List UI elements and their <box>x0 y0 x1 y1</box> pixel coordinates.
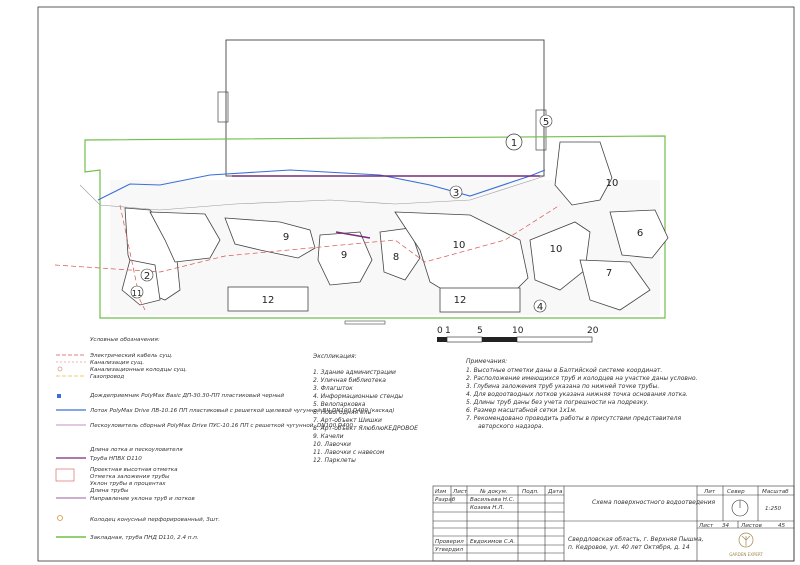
stamp-sheet-value: 34 <box>722 523 730 529</box>
legend-item: Газопровод <box>90 374 124 380</box>
stamp-role: Проверил <box>435 539 464 545</box>
stamp-header: Изм <box>435 489 447 495</box>
explication: Экспликация: 1. Здание администрации 2. … <box>312 353 418 464</box>
legend-item: Электрический кабель сущ. <box>89 353 173 359</box>
explication-item: 2. Уличная библиотека <box>313 377 386 384</box>
zone-number: 10 <box>550 244 563 255</box>
garden-expert-logo: GARDEN EXPERT <box>729 532 763 557</box>
stamp-name: Евдокимов С.А. <box>470 539 515 545</box>
zone-number: 1 <box>511 138 517 149</box>
stamp-address: Свердловская область, г. Верхняя Пышма, <box>568 536 704 543</box>
stamp-sheets-label: Листов <box>740 523 762 529</box>
note-item: 1. Высотные отметки даны в Балтийской си… <box>466 367 662 374</box>
zone-number: 10 <box>453 240 466 251</box>
scale-tick: 5 <box>477 326 483 336</box>
legend-item: Направление уклона труб и лотков <box>90 496 195 502</box>
stamp-scale-label: Масштаб <box>762 489 789 495</box>
zone-number: 3 <box>453 188 459 199</box>
drain-pipe <box>97 169 546 201</box>
scale-tick: 20 <box>587 326 599 336</box>
scale-tick: 10 <box>512 326 524 336</box>
legend-item: Труба НПВХ D110 <box>90 456 142 462</box>
logo-text: GARDEN EXPERT <box>729 552 763 557</box>
note-item: авторского надзора. <box>478 423 544 430</box>
explication-item: 6. Новогодняя ель <box>313 409 372 416</box>
note-item: 4. Для водоотводных лотков указана нижня… <box>466 391 688 398</box>
zone-number: 8 <box>393 252 399 263</box>
stamp-title: Схема поверхностного водоотведения <box>592 499 716 506</box>
zone-number: 5 <box>543 117 549 128</box>
zone-labels: 1 2 3 4 5 6 7 8 9 9 10 10 10 11 12 12 <box>130 114 643 313</box>
stamp-role: Разраб <box>435 497 456 503</box>
note-item: 2. Расположение имеющихся труб и колодце… <box>466 375 698 382</box>
stamp-sheets-value: 45 <box>778 523 786 529</box>
electric-cable <box>54 204 561 273</box>
notes-title: Примечания: <box>466 358 507 365</box>
stamp-name: Васильева Н.С. <box>470 497 515 503</box>
legend-item: Канализация сущ. <box>90 360 144 366</box>
note-item: 3. Глубина заложения труб указана по ниж… <box>466 383 659 390</box>
title-block-text: Изм Лист № докум. Подп. Дата Разраб Васи… <box>435 489 789 557</box>
legend-item: Длина лотка и пескоуловителя <box>89 447 183 453</box>
legend-item: Лоток PolyMax Drive ЛВ-10.16 ПП пластико… <box>89 408 395 414</box>
site-plan: 1 2 3 4 5 6 7 8 9 9 10 10 10 11 12 12 <box>54 39 669 325</box>
legend-title: Условные обозначения: <box>90 337 160 343</box>
explication-item: 10. Лавочки <box>313 441 351 448</box>
sheet-frame <box>37 6 795 562</box>
note-item: 5. Длины труб даны без учета погрешности… <box>466 399 649 406</box>
stamp-role: Утвердил <box>435 547 463 553</box>
legend-item: Пескоуловитель сборный PolyMax Drive ПУС… <box>90 423 353 429</box>
note-item: 7. Рекомендовано проводить работы в прис… <box>466 415 681 422</box>
admin-building <box>225 39 545 177</box>
stamp-lit-label: Лит <box>703 489 716 495</box>
legend-item: Длина трубы <box>89 488 129 494</box>
scale-tick: 0 <box>437 326 443 336</box>
zone-number: 6 <box>637 228 643 239</box>
explication-title: Экспликация: <box>312 353 357 360</box>
legend-item: Отметка заложения трубы <box>90 474 170 480</box>
legend-item: Канализационные колодцы сущ. <box>90 367 187 373</box>
legend-item: Колодец конусный перфорированный, 3шт. <box>90 517 220 523</box>
explication-item: 11. Лавочки с навесом <box>313 449 385 456</box>
zone-number: 9 <box>341 250 347 261</box>
legend: Условные обозначения: Электрический кабе… <box>55 337 395 541</box>
legend-item: Дождеприемник PolyMax Basic ДП-30.30-ПП … <box>89 393 284 399</box>
zone-number: 4 <box>537 302 543 313</box>
scale-bar: 0 1 5 10 20 <box>437 326 599 343</box>
stamp-scale-value: 1:250 <box>765 506 782 512</box>
zone-number: 10 <box>606 178 619 189</box>
explication-item: 5. Велопарковка <box>313 401 366 408</box>
stamp-north-label: Север <box>727 489 745 495</box>
note-item: 6. Размер масштабной сетки 1х1м. <box>466 407 577 414</box>
title-block <box>432 485 795 562</box>
stamp-header: Подп. <box>522 489 539 495</box>
stamp-address: п. Кедровое, ул. 40 лет Октября, д. 14 <box>568 544 690 551</box>
explication-item: 8. Арт-объект Ялюбл⁠юКЕДРОВОЕ <box>313 425 418 432</box>
explication-item: 3. Флагшток <box>313 385 353 392</box>
site-boundary <box>84 135 666 319</box>
explication-item: 12. Парклеты <box>313 457 356 464</box>
explication-item: 1. Здание администрации <box>313 369 396 376</box>
explication-item: 9. Качели <box>313 433 344 440</box>
stamp-header: Лист <box>452 489 468 495</box>
stamp-name: Козева Н.Л. <box>470 505 505 511</box>
zone-number: 12 <box>454 295 467 306</box>
explication-item: 7. Арт-объект Шишки <box>313 417 382 424</box>
legend-item: Закладная, труба ПНД D110, 2.4 п.п. <box>90 535 199 541</box>
stamp-header: № докум. <box>479 489 508 495</box>
zone-number: 9 <box>283 232 289 243</box>
stamp-sheet-label: Лист <box>698 523 714 529</box>
explication-item: 4. Информационные стенды <box>313 393 403 400</box>
legend-item: Проектная высотная отметка <box>90 467 178 473</box>
zone-number: 11 <box>132 289 142 298</box>
notes: Примечания: 1. Высотные отметки даны в Б… <box>466 358 698 430</box>
legend-item: Уклон трубы в процентах <box>90 481 166 487</box>
scale-tick: 1 <box>445 326 451 336</box>
zone-number: 12 <box>262 295 275 306</box>
zone-number: 2 <box>144 271 150 282</box>
zone-number: 7 <box>606 268 612 279</box>
stamp-header: Дата <box>547 489 563 495</box>
